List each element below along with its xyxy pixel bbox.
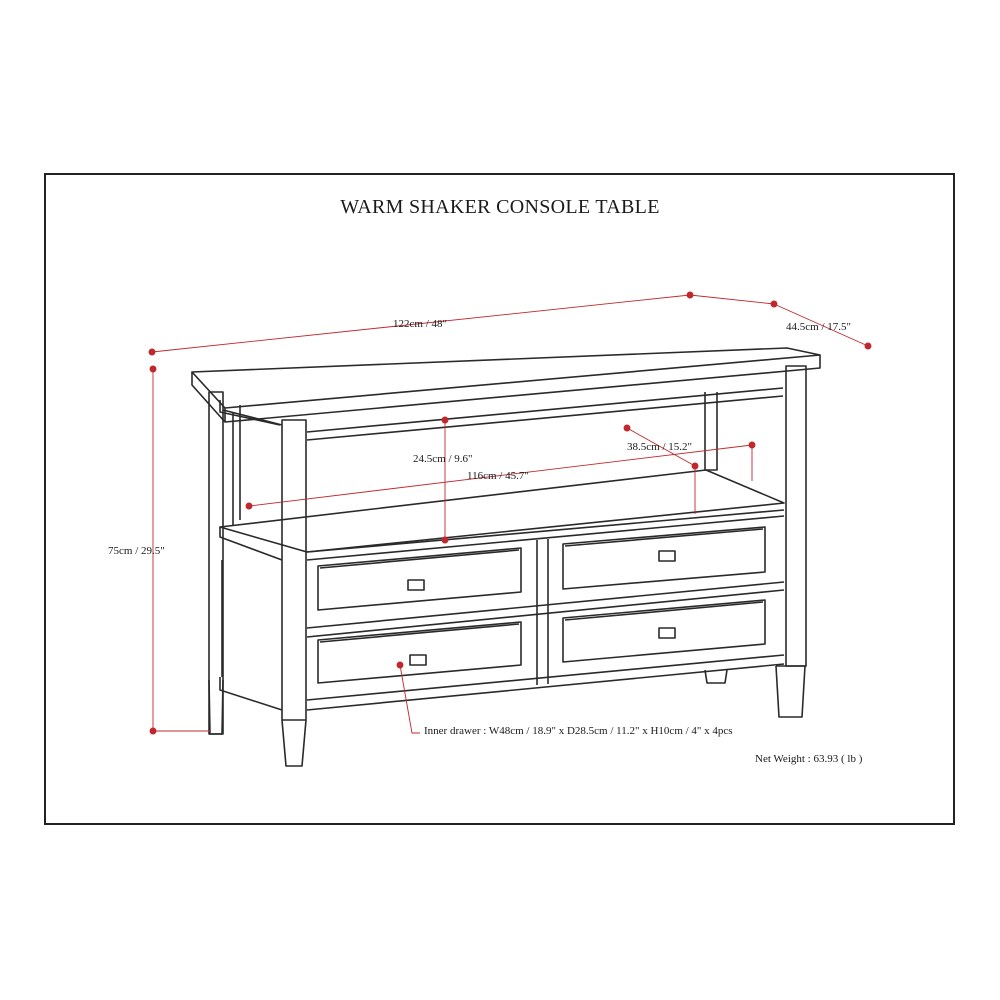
drawer-top-left — [317, 547, 522, 611]
net-weight-note: Net Weight : 63.93 ( lb ) — [755, 753, 863, 765]
tabletop-edge — [191, 355, 821, 423]
height-dimension-label: 75cm / 29.5" — [108, 545, 165, 557]
pull-bottom-left — [409, 654, 427, 666]
drawer-bottom-right — [562, 599, 766, 663]
front-left-foot — [281, 719, 307, 767]
middle-shelf — [219, 469, 785, 553]
front-left-leg — [281, 419, 307, 721]
front-right-leg — [785, 365, 807, 667]
drawer-top-right — [562, 526, 766, 590]
shelf-width-label: 116cm / 45.7" — [467, 470, 529, 482]
diagram-frame — [44, 173, 955, 825]
pull-top-right — [658, 550, 676, 562]
tabletop-surface — [191, 347, 821, 409]
shelf-clearance-label: 24.5cm / 9.6" — [413, 453, 473, 465]
back-left-leg — [208, 391, 224, 735]
dimension-markers — [148, 291, 872, 735]
drawer-bottom-left — [317, 621, 522, 684]
pull-top-left — [407, 579, 425, 591]
table-outline — [191, 347, 821, 767]
shelf-depth-label: 38.5cm / 15.2" — [627, 441, 692, 453]
front-right-foot — [775, 665, 806, 718]
inner-drawer-note: Inner drawer : W48cm / 18.9" x D28.5cm /… — [424, 725, 733, 737]
diagram-title: WARM SHAKER CONSOLE TABLE — [340, 196, 660, 218]
width-dimension-label: 122cm / 48" — [393, 318, 447, 330]
pull-bottom-right — [658, 627, 676, 639]
depth-dimension-label: 44.5cm / 17.5" — [786, 321, 851, 333]
